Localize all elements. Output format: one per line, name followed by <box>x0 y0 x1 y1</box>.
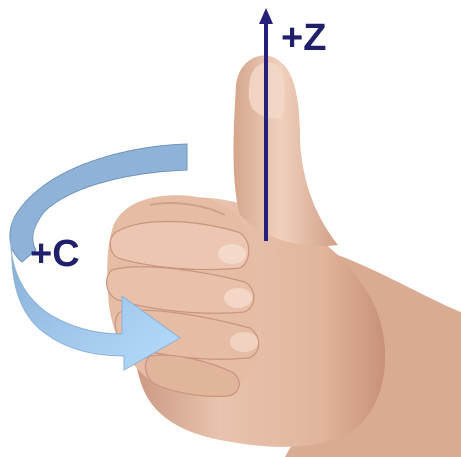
z-axis-label: +Z <box>281 17 326 59</box>
thumb <box>234 56 339 247</box>
fingernail-2 <box>224 288 252 308</box>
c-rotation-label: +C <box>30 233 80 275</box>
fingernail-3 <box>230 332 258 352</box>
hand-illustration <box>107 56 461 457</box>
fingernail-1 <box>218 244 246 264</box>
arrow-up-icon <box>259 8 273 24</box>
